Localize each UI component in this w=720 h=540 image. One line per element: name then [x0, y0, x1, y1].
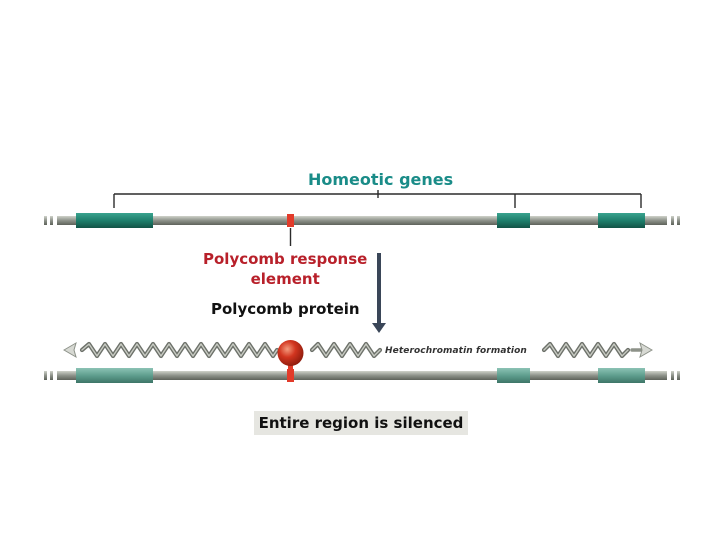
- dna-break-left-1: [44, 371, 47, 380]
- pre-label-line-1: Polycomb response: [203, 250, 368, 268]
- homeotic-gene-2: [497, 213, 530, 228]
- silenced-caption-box: Entire region is silenced: [254, 411, 468, 435]
- coil-left-highlight: [81, 343, 278, 357]
- coil-right-inner-highlight: [311, 343, 381, 357]
- dna-segment: [57, 371, 667, 380]
- coil-right-outer-highlight: [543, 343, 629, 357]
- homeotic-genes-label: Homeotic genes: [308, 170, 454, 189]
- silenced-caption: Entire region is silenced: [258, 414, 464, 432]
- protein-ball: [277, 340, 304, 366]
- coil-arrowhead-right-icon: [639, 341, 653, 359]
- dna-strand-top: [44, 213, 680, 246]
- arrow-shaft: [377, 253, 381, 325]
- polycomb-response-element-mark: [287, 214, 294, 227]
- silenced-gene-3: [598, 368, 645, 383]
- polycomb-protein-sphere: [277, 340, 304, 370]
- polycomb-response-element-label: Polycomb response element: [203, 249, 367, 289]
- homeotic-gene-3: [598, 213, 645, 228]
- silenced-gene-1: [76, 368, 153, 383]
- arrow-head: [372, 323, 386, 333]
- homeotic-bracket: [113, 190, 642, 208]
- dna-strand-bottom: [44, 368, 680, 383]
- dna-break-right-2: [677, 216, 680, 225]
- dna-segment: [57, 216, 667, 225]
- dna-break-left-1: [44, 216, 47, 225]
- dna-break-right-1: [671, 371, 674, 380]
- silenced-gene-2: [497, 368, 530, 383]
- polycomb-protein-label: Polycomb protein: [211, 300, 360, 318]
- process-arrow: [372, 253, 386, 333]
- dna-break-left-2: [50, 216, 53, 225]
- heterochromatin-formation-label: Heterochromatin formation: [383, 346, 529, 356]
- heterochromatin-coil: [79, 341, 646, 359]
- dna-break-right-2: [677, 371, 680, 380]
- coil-arrowhead-left-icon: [63, 341, 77, 359]
- pre-label-line-2: element: [250, 270, 320, 288]
- dna-break-right-1: [671, 216, 674, 225]
- homeotic-gene-1: [76, 213, 153, 228]
- pre-mark-bottom: [287, 369, 294, 382]
- dna-break-left-2: [50, 371, 53, 380]
